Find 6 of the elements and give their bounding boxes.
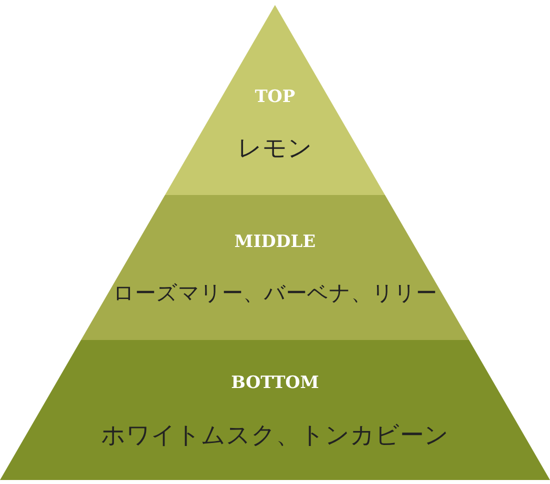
layer-heading: TOP bbox=[254, 87, 296, 107]
note-list: ローズマリー、バーベナ、リリー bbox=[113, 278, 437, 308]
note-list: レモン bbox=[238, 133, 312, 163]
note-list: ホワイトムスク、トンカビーン bbox=[101, 420, 449, 450]
layer-heading: MIDDLE bbox=[234, 232, 316, 252]
layer-heading: BOTTOM bbox=[231, 373, 319, 393]
